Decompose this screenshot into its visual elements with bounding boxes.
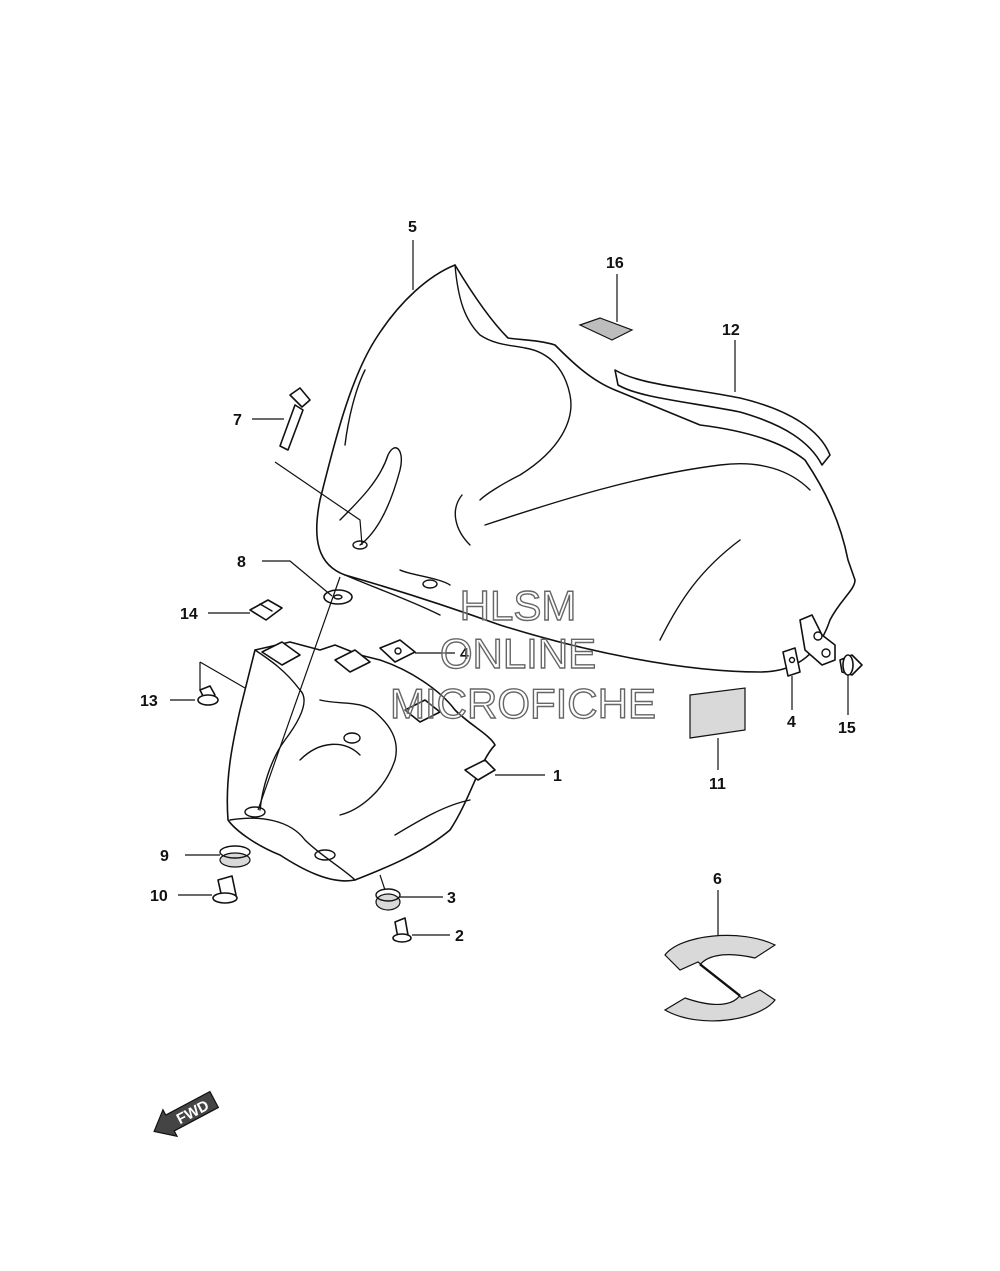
callout-numbers: 5 16 12 7 8 14 4 13 1 4 15 11 9 10 3 2 6	[140, 219, 856, 945]
callout-7: 7	[233, 412, 242, 429]
callout-10: 10	[150, 888, 168, 905]
callout-4-lower: 4	[787, 714, 796, 731]
watermark-line-2: ONLINE	[440, 630, 596, 677]
leader-lines	[170, 240, 849, 936]
part-5-fairing[interactable]	[315, 264, 856, 673]
watermark-line-1: HLSM	[460, 582, 577, 629]
callout-14: 14	[180, 606, 198, 623]
watermark: HLSM ONLINE MICROFICHE	[389, 581, 656, 727]
callout-4-upper: 4	[460, 646, 469, 663]
callout-5: 5	[408, 219, 417, 236]
part-10-collar[interactable]	[212, 875, 238, 904]
part-6-emblem[interactable]	[663, 934, 777, 1022]
callout-3: 3	[447, 890, 456, 907]
part-3-grommet[interactable]	[375, 888, 401, 911]
part-2-bolt[interactable]	[392, 917, 412, 943]
callout-6: 6	[713, 871, 722, 888]
callout-16: 16	[606, 255, 624, 272]
part-16-pad[interactable]	[578, 317, 634, 341]
callout-9: 9	[160, 848, 169, 865]
part-11-pad[interactable]	[689, 687, 746, 739]
part-15-push-clip[interactable]	[839, 654, 863, 676]
watermark-line-3: MICROFICHE	[390, 680, 656, 727]
fwd-arrow: FWD	[153, 1090, 220, 1138]
callout-13: 13	[140, 693, 158, 710]
part-8-washer[interactable]	[323, 589, 353, 605]
callout-1: 1	[553, 768, 562, 785]
part-9-grommet[interactable]	[219, 845, 251, 868]
part-14-clip-nut[interactable]	[249, 599, 283, 621]
part-12-trim-strip[interactable]	[614, 369, 831, 466]
callout-8: 8	[237, 554, 246, 571]
callout-15: 15	[838, 720, 856, 737]
part-13-grommet[interactable]	[197, 685, 219, 706]
callout-12: 12	[722, 322, 740, 339]
part-4-clip-nut-lower[interactable]	[782, 647, 801, 677]
part-7-screw[interactable]	[279, 387, 311, 451]
callout-11: 11	[709, 776, 726, 793]
part-4-clip-nut-upper[interactable]	[379, 639, 416, 663]
part-1-lower-cover[interactable]	[226, 641, 496, 882]
callout-2: 2	[455, 928, 464, 945]
